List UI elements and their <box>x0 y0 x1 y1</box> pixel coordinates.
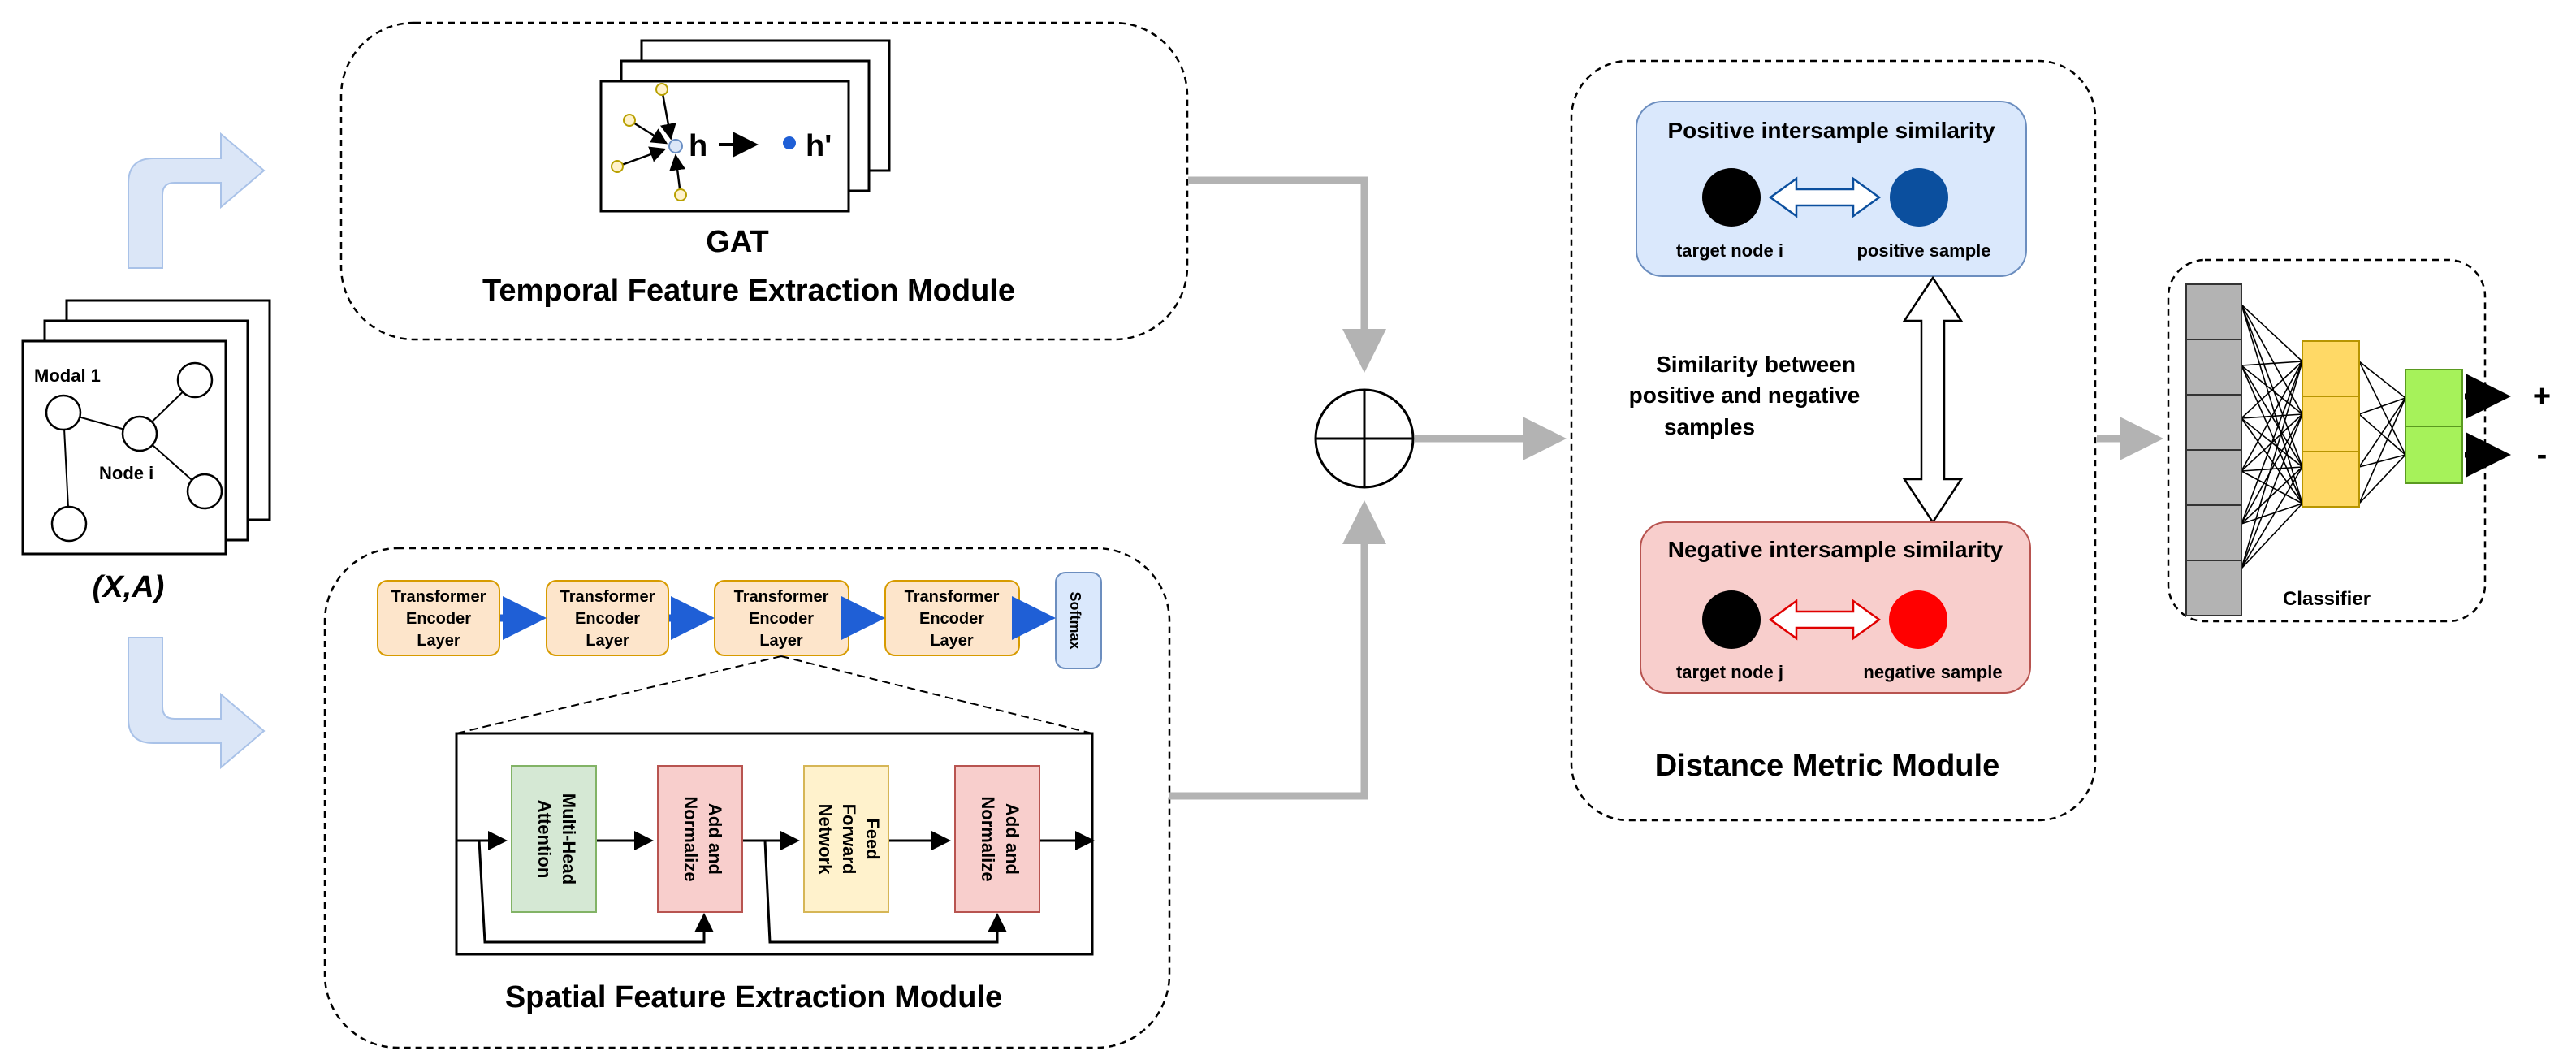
input-graph-stack: Modal 1 Node i <box>21 299 271 556</box>
svg-text:Layer: Layer <box>417 632 460 650</box>
vertical-similarity-arrow <box>1902 275 1964 525</box>
encoder-layer-1: Transformer Encoder Layer <box>377 580 500 656</box>
svg-text:Softmax: Softmax <box>1067 591 1083 649</box>
positive-similarity-panel: Positive intersample similarity target n… <box>1636 101 2027 277</box>
negative-sample-label: negative sample <box>1863 662 2002 682</box>
node-label: Node i <box>99 463 153 483</box>
classifier-label: Classifier <box>2283 588 2371 610</box>
svg-text:Encoder: Encoder <box>749 610 814 628</box>
gat-label: GAT <box>706 225 768 259</box>
add-normalize-block-2: Add and Normalize <box>954 765 1040 913</box>
output-plus: + <box>2533 379 2551 413</box>
svg-text:Layer: Layer <box>759 632 803 650</box>
fusion-connectors <box>1169 176 1567 800</box>
temporal-module-box <box>339 21 1189 341</box>
svg-text:Transformer: Transformer <box>905 588 1000 606</box>
similarity-text-line3: samples <box>1664 414 1755 439</box>
svg-text:Transformer: Transformer <box>560 588 655 606</box>
svg-text:Layer: Layer <box>586 632 629 650</box>
gat-h-label: h <box>689 129 707 163</box>
gat-h-prime-label: h' <box>806 129 832 163</box>
svg-text:Feed: Feed <box>862 818 883 859</box>
positive-title: Positive intersample similarity <box>1667 118 1995 143</box>
similarity-text-line1: Similarity between <box>1656 352 1856 377</box>
encoder-layer-4: Transformer Encoder Layer <box>884 580 1020 656</box>
negative-similarity-panel: Negative intersample similarity target n… <box>1640 521 2031 694</box>
target-node-j-label: target node j <box>1676 662 1783 682</box>
svg-text:Encoder: Encoder <box>575 610 640 628</box>
input-caption: (X,A) <box>93 570 165 604</box>
encoder-layer-2: Transformer Encoder Layer <box>546 580 669 656</box>
svg-text:Transformer: Transformer <box>734 588 829 606</box>
feed-forward-block: Feed Forward Network <box>803 765 889 913</box>
encoder-detail-flow <box>456 831 1095 944</box>
negative-double-arrow <box>1768 599 1882 641</box>
classifier-network <box>2185 283 2511 616</box>
svg-text:Add and: Add and <box>705 803 725 875</box>
distance-module-title: Distance Metric Module <box>1655 749 1999 783</box>
similarity-text-line2: positive and negative <box>1629 383 1861 408</box>
flow-arrow-down <box>128 637 266 770</box>
softmax-block: Softmax <box>1055 572 1102 669</box>
svg-text:Multi-Head: Multi-Head <box>559 793 579 884</box>
modal-label: Modal 1 <box>34 365 101 386</box>
temporal-module-title: Temporal Feature Extraction Module <box>482 274 1015 308</box>
svg-text:Forward: Forward <box>839 804 859 875</box>
svg-text:Add and: Add and <box>1002 803 1022 875</box>
svg-text:Layer: Layer <box>930 632 974 650</box>
svg-text:Network: Network <box>815 804 836 876</box>
svg-text:Normalize: Normalize <box>978 796 998 881</box>
target-node-i-label: target node i <box>1676 240 1783 261</box>
fusion-operator <box>1314 388 1415 489</box>
svg-text:Attention: Attention <box>534 800 555 879</box>
flow-arrow-up <box>128 132 266 269</box>
encoder-layer-3: Transformer Encoder Layer <box>714 580 849 656</box>
output-minus: - <box>2537 438 2548 472</box>
svg-text:Normalize: Normalize <box>681 796 701 881</box>
negative-title: Negative intersample similarity <box>1668 537 2003 562</box>
svg-text:Encoder: Encoder <box>919 610 984 628</box>
positive-double-arrow <box>1768 176 1882 218</box>
add-normalize-block-1: Add and Normalize <box>657 765 743 913</box>
multi-head-attention-block: Multi-Head Attention <box>511 765 597 913</box>
gat-graph-stack: h h' <box>599 39 891 213</box>
svg-text:Transformer: Transformer <box>391 588 486 606</box>
positive-sample-label: positive sample <box>1856 240 1990 261</box>
input-graph <box>45 361 223 543</box>
distance-module-box <box>1570 59 2097 822</box>
svg-text:Encoder: Encoder <box>406 610 471 628</box>
spatial-module-title: Spatial Feature Extraction Module <box>505 980 1002 1014</box>
